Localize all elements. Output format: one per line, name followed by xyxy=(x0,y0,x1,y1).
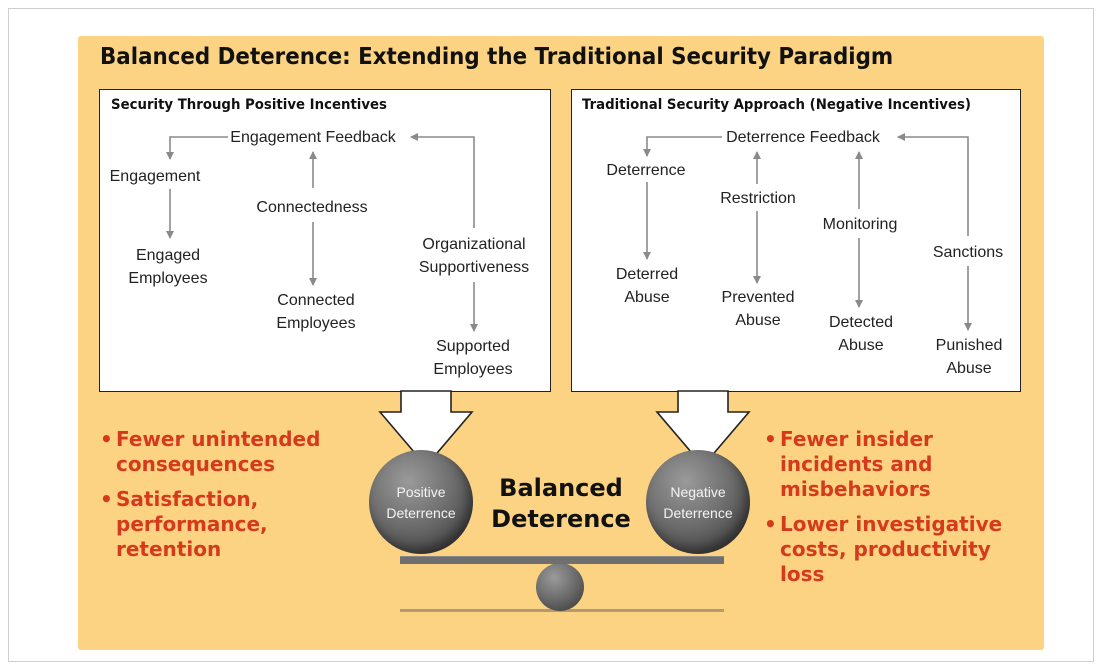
negative-deterrence-ball xyxy=(646,450,750,554)
punished-abuse-label: Punished Abuse xyxy=(935,337,1003,377)
deterred-abuse-label: Deterred Abuse xyxy=(615,266,679,306)
negative-outcomes-list: Fewer insider incidents and misbehaviors… xyxy=(764,427,1034,597)
arrow-feedback-to-engagement xyxy=(166,136,228,160)
prevented-abuse-label: Prevented Abuse xyxy=(721,289,795,329)
bullet-item: Lower investigative costs, productivity … xyxy=(764,512,1034,587)
balance-beam xyxy=(400,556,724,564)
arrow-feedback-to-deterrence xyxy=(643,136,722,157)
restriction-label: Restriction xyxy=(720,190,796,207)
balanced-deterence-label: Balanced Deterence xyxy=(491,474,631,533)
deterrence-label: Deterrence xyxy=(606,162,686,179)
engaged-employees-label: Engaged Employees xyxy=(128,247,208,287)
bullet-item: Satisfaction, performance, retention xyxy=(100,487,370,562)
diagram-title: Balanced Deterence: Extending the Tradit… xyxy=(100,44,894,70)
organizational-supportiveness-label: Organizational Supportiveness xyxy=(418,236,530,276)
engagement-feedback-label: Engagement Feedback xyxy=(230,129,396,146)
negative-incentives-title: Traditional Security Approach (Negative … xyxy=(582,97,971,113)
positive-outcomes-list: Fewer unintended consequences Satisfacti… xyxy=(100,427,370,572)
big-arrow-negative xyxy=(655,390,751,468)
bullet-item: Fewer unintended consequences xyxy=(100,427,370,477)
negative-incentives-box xyxy=(571,89,1021,392)
supported-employees-label: Supported Employees xyxy=(433,338,513,378)
positive-deterrence-label: Positive Deterrence xyxy=(386,484,456,521)
detected-abuse-label: Detected Abuse xyxy=(828,314,894,354)
negative-deterrence-label: Negative Deterrence xyxy=(663,484,733,521)
connectedness-label: Connectedness xyxy=(256,199,368,216)
positive-incentives-box xyxy=(99,89,551,392)
sanctions-label: Sanctions xyxy=(932,244,1004,261)
arrow-supportiveness-to-feedback xyxy=(410,133,475,228)
engagement-label: Engagement xyxy=(109,168,201,185)
bullet-item: Fewer insider incidents and misbehaviors xyxy=(764,427,1034,502)
deterrence-feedback-label: Deterrence Feedback xyxy=(726,129,880,146)
arrow-sanctions-to-feedback xyxy=(897,133,969,236)
monitoring-label: Monitoring xyxy=(822,216,898,233)
big-arrow-positive xyxy=(378,390,474,468)
fulcrum-ball xyxy=(536,563,584,611)
positive-deterrence-ball xyxy=(369,450,473,554)
positive-incentives-title: Security Through Positive Incentives xyxy=(111,97,387,113)
connected-employees-label: Connected Employees xyxy=(276,292,356,332)
